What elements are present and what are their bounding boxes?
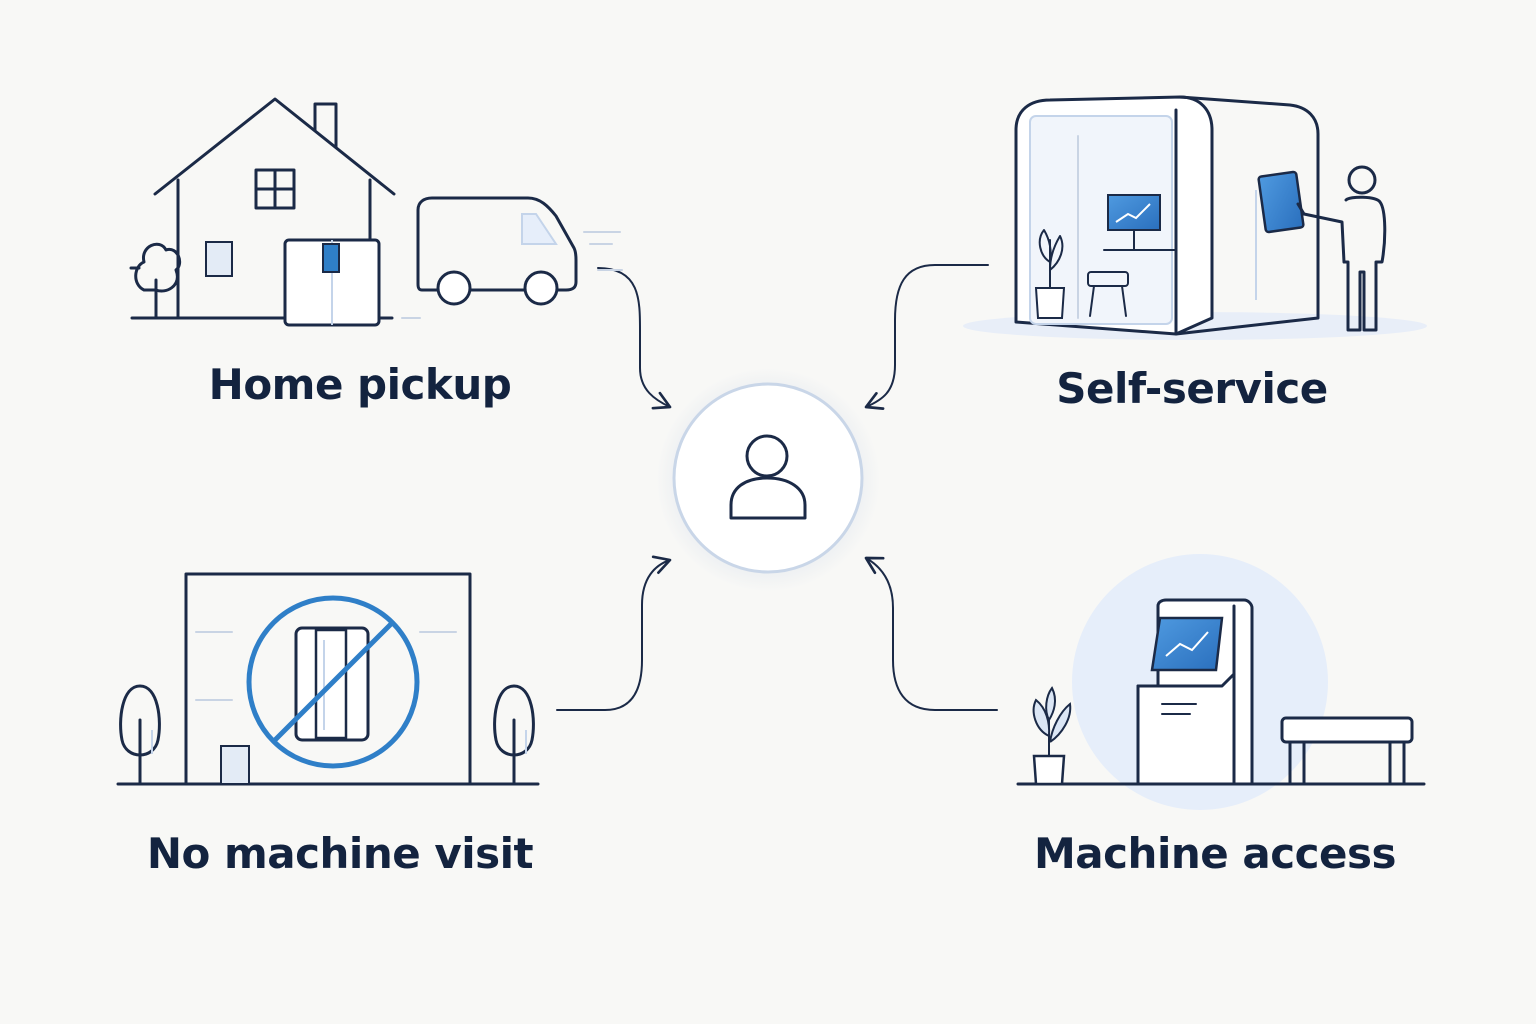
user-icon bbox=[729, 434, 807, 520]
label-machine-access: Machine access bbox=[1034, 829, 1396, 878]
arrow-home-to-user bbox=[597, 267, 672, 410]
delivery-van-icon bbox=[416, 196, 623, 306]
package-icon bbox=[283, 238, 381, 327]
touch-screen-icon bbox=[1255, 170, 1305, 300]
tree-icon bbox=[129, 242, 182, 320]
kiosk-machine-icon bbox=[1136, 598, 1254, 786]
self-service-illustration bbox=[963, 95, 1427, 340]
house-icon bbox=[153, 97, 396, 320]
arrow-self-to-user bbox=[864, 264, 989, 410]
plant-icon bbox=[1032, 686, 1072, 786]
prohibited-machine-icon bbox=[246, 595, 420, 769]
home-pickup-illustration bbox=[129, 97, 623, 327]
tree-left-icon bbox=[119, 684, 161, 786]
no-machine-visit-illustration bbox=[116, 572, 540, 786]
arrow-nomachine-to-user bbox=[556, 555, 672, 711]
tree-right-icon bbox=[493, 684, 535, 786]
bench-icon bbox=[1280, 716, 1414, 786]
label-self-service: Self-service bbox=[1056, 364, 1328, 413]
center-user-node bbox=[656, 368, 880, 592]
booth-icon bbox=[1014, 95, 1320, 336]
machine-access-illustration bbox=[1016, 554, 1426, 810]
arrow-machine-to-user bbox=[864, 556, 998, 711]
building-icon bbox=[184, 572, 472, 786]
label-no-machine-visit: No machine visit bbox=[146, 829, 534, 878]
person-icon bbox=[1296, 165, 1387, 332]
label-home-pickup: Home pickup bbox=[208, 360, 512, 409]
